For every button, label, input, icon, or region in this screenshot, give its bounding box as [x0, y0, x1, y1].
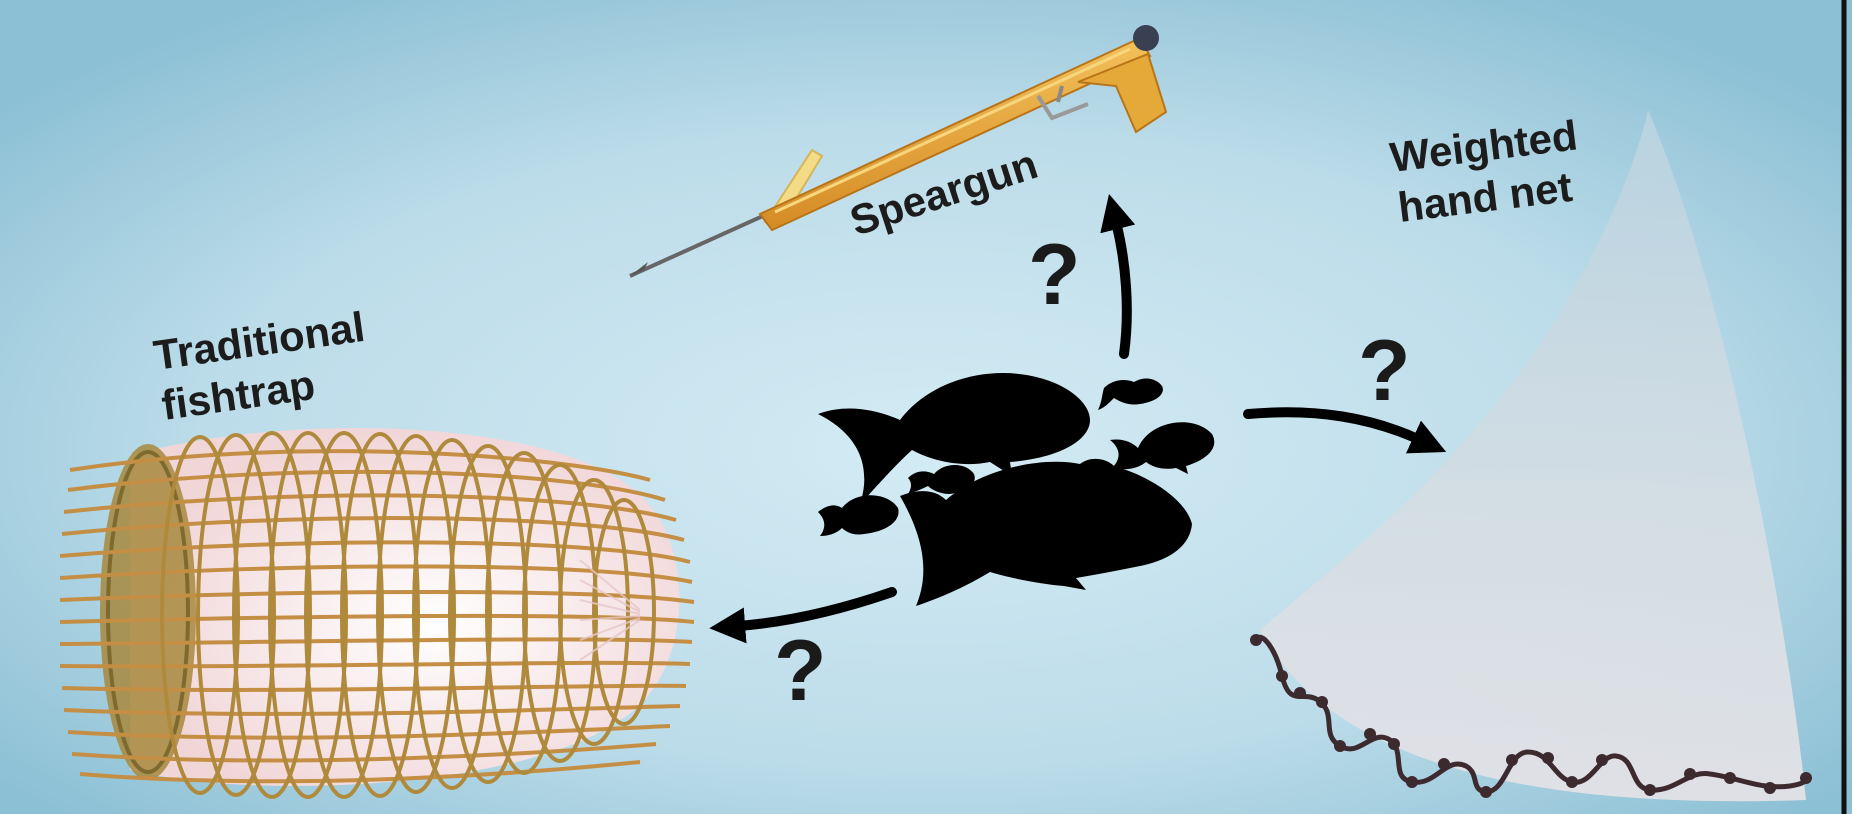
- fishtrap-icon: [60, 428, 694, 797]
- question-mark-hand-net: ?: [1358, 323, 1411, 419]
- question-mark-fishtrap: ?: [774, 623, 827, 719]
- question-mark-speargun: ?: [1028, 227, 1081, 323]
